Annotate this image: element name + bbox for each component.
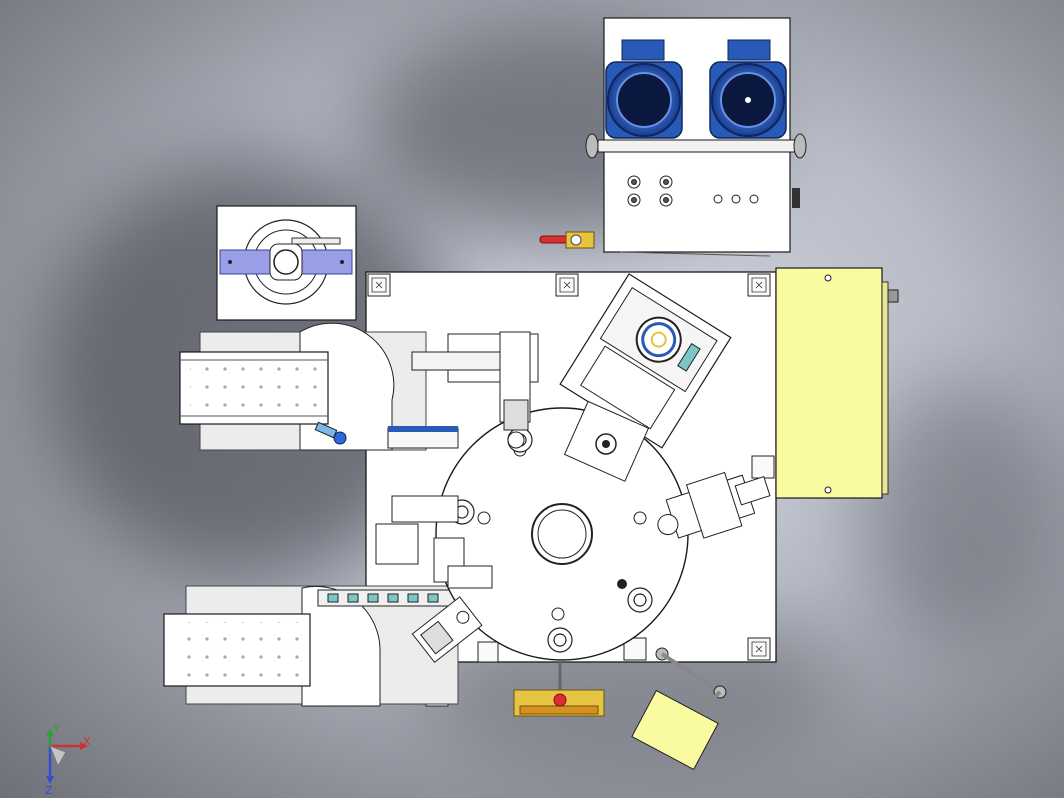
axis-z-label: Z [45,784,53,797]
control-box-assembly[interactable] [585,17,807,257]
pick-place-station[interactable] [411,331,539,449]
conveyor-belt-icon[interactable] [179,322,427,451]
axis-x-label: X [83,735,91,748]
electric-motor-icon [709,39,787,139]
bottom-handle-panel[interactable] [513,660,605,717]
coordinate-triad [46,728,88,784]
axis-y-label: Y [53,722,60,735]
ambient-shadow-right [860,380,1060,640]
press-station[interactable] [648,461,776,550]
side-handle-panel[interactable] [631,647,727,771]
electrical-cabinet[interactable] [775,267,899,499]
detail-view-inset[interactable] [216,205,357,321]
conveyor-belt-icon[interactable] [163,585,489,707]
pusher-cylinder[interactable] [314,421,459,449]
air-valve[interactable] [539,231,595,249]
junction-box-icon [627,175,759,207]
gripper-arm[interactable] [411,596,483,663]
transfer-station[interactable] [375,495,493,589]
feeder-drive [563,400,650,482]
electric-motor-icon [605,39,683,139]
